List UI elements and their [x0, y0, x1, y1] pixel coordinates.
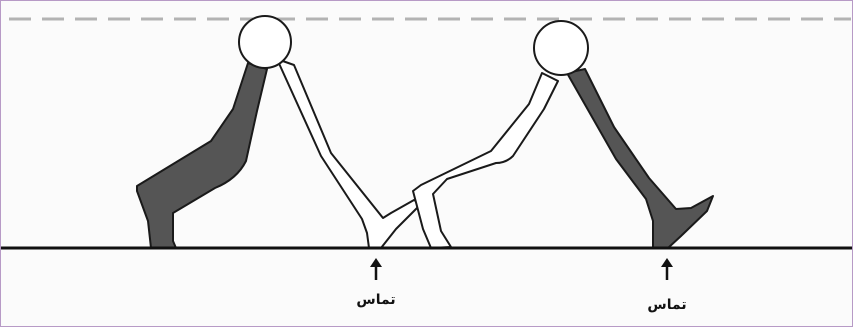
contact-arrowhead-right — [661, 258, 673, 267]
contact-marker-right: تماس — [647, 258, 686, 313]
left-figure-dark-leg — [137, 63, 267, 248]
contact-label-left: تماس — [356, 292, 395, 308]
right-figure-light-leg — [413, 73, 558, 248]
contact-label-right: تماس — [647, 297, 686, 313]
contact-arrowhead-left — [370, 258, 382, 267]
contact-marker-left: تماس — [356, 258, 395, 308]
left-figure-hip-joint — [239, 16, 291, 68]
right-figure-dark-leg — [567, 69, 713, 248]
right-figure-hip-joint — [534, 21, 588, 75]
right-stride-figure — [413, 21, 713, 248]
left-figure-light-leg — [277, 59, 421, 248]
left-stride-figure — [137, 16, 421, 248]
